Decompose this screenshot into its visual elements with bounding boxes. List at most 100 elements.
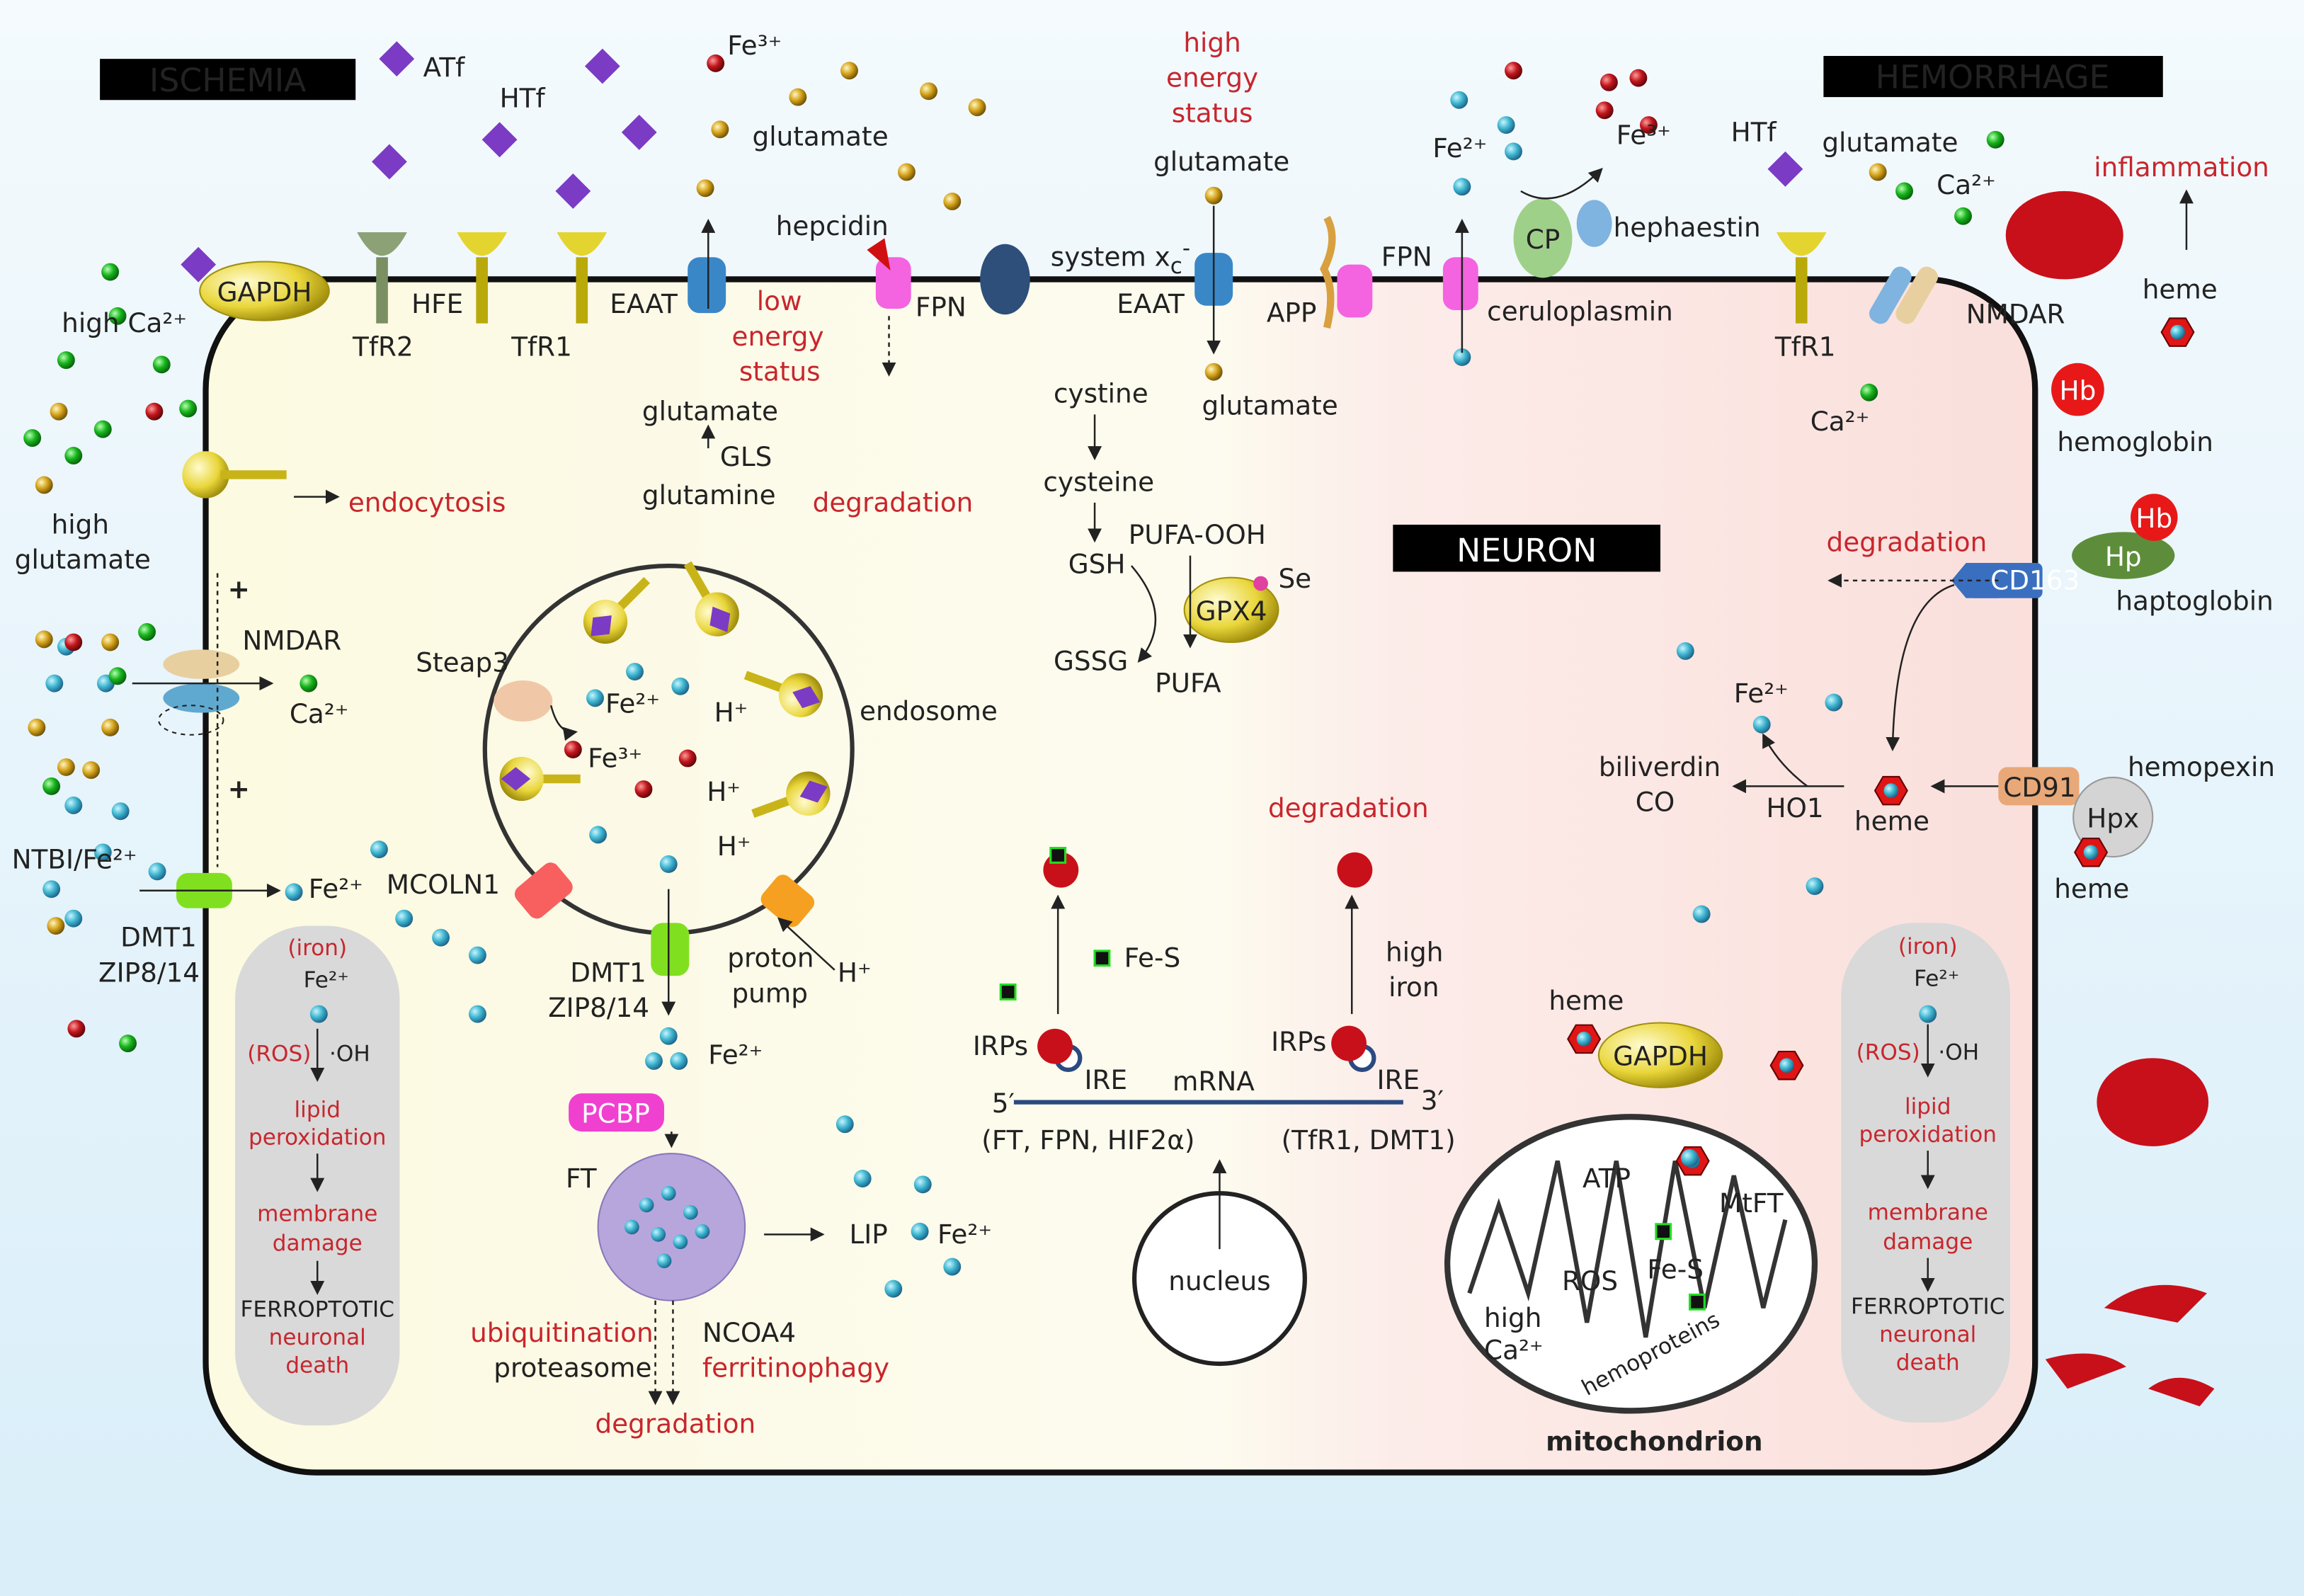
targets-3-label: (TfR1, DMT1)	[1282, 1124, 1456, 1156]
proton-label: H⁺	[707, 776, 741, 807]
ferroportin-ceruloplasmin	[1442, 257, 1478, 311]
fe2-ion	[1453, 348, 1471, 366]
low-energy-status-3: status	[739, 356, 821, 387]
biliverdin-label: biliverdin	[1599, 751, 1721, 782]
irp-protein	[1037, 1028, 1073, 1064]
fe2-ion	[469, 946, 486, 964]
pcbp-label: PCBP	[581, 1098, 650, 1129]
fe2-ion	[911, 1222, 929, 1241]
gapdh-label: GAPDH	[1613, 1041, 1708, 1072]
fe2-ion	[913, 1175, 932, 1194]
glutamate-molecule	[50, 402, 68, 421]
ho1-label: HO1	[1766, 792, 1823, 823]
calcium-ion	[138, 623, 156, 641]
fe-s-cluster	[1688, 1293, 1706, 1311]
calcium-ion	[179, 399, 198, 418]
proton-pump	[760, 874, 815, 928]
fe3-ion	[564, 741, 582, 758]
ferritin-complex	[597, 1153, 746, 1301]
mitochondrion-label: mitochondrion	[1546, 1425, 1762, 1457]
proteasome-label: proteasome	[494, 1352, 651, 1384]
system-xc-transporter	[980, 244, 1030, 315]
steap3-label: Steap3	[416, 647, 509, 678]
fe2-label: Fe²⁺	[605, 688, 660, 719]
app-label: APP	[1267, 297, 1317, 329]
calcium-ion	[108, 667, 127, 685]
proton-label: H⁺	[714, 697, 748, 728]
lipid-label: lipid	[295, 1097, 341, 1122]
pufa-label: PUFA	[1155, 668, 1221, 699]
gapdh-mito	[1597, 1022, 1723, 1088]
transferrin	[1767, 151, 1803, 187]
hemorrhage-label: HEMORRHAGE	[1876, 59, 2110, 96]
heme-label: heme	[1854, 806, 1929, 837]
ncoa4-label: NCOA4	[702, 1317, 796, 1348]
fe2-ion	[1450, 91, 1468, 109]
peroxidation-label: peroxidation	[249, 1125, 387, 1151]
irp-degraded	[1337, 852, 1373, 888]
degradation-label: degradation	[1268, 792, 1429, 823]
eaat-label: EAAT	[610, 288, 678, 319]
gapdh-protein	[199, 261, 330, 321]
calcium-ion	[93, 420, 112, 438]
iron-label: (iron)	[287, 935, 347, 961]
fe-s-cluster	[1093, 950, 1111, 967]
fe2-ion	[432, 928, 450, 947]
glutamate-molecule	[28, 718, 46, 736]
fe2-ion	[64, 909, 83, 928]
hemopexin-label: hemopexin	[2128, 751, 2275, 782]
nmdar-label: NMDAR	[242, 625, 341, 656]
nmdar-left	[158, 649, 240, 736]
atp-label: ATP	[1582, 1163, 1631, 1194]
calcium-ion	[1986, 130, 2004, 149]
glutamate-molecule	[711, 120, 729, 139]
fe2-label: Fe²⁺	[304, 968, 349, 993]
ferritin-iron	[624, 1219, 639, 1235]
fe2-ion	[1453, 178, 1471, 196]
ferroptotic-label: FERROPTOTIC	[1851, 1294, 2004, 1319]
fe3-ion	[1629, 69, 1648, 87]
haptoglobin-label: haptoglobin	[2116, 585, 2273, 616]
glutamate-label: glutamate	[1153, 146, 1289, 177]
ion-particles	[23, 41, 2004, 1311]
mcoln1-label: MCOLN1	[387, 869, 500, 900]
tfr1-label: TfR1	[1774, 331, 1836, 362]
fe2-ion	[395, 909, 414, 928]
atf-label: ATf	[423, 52, 465, 83]
ros-label: ROS	[1562, 1265, 1618, 1296]
fe3-ion	[634, 780, 653, 798]
fe2-ion	[1692, 905, 1711, 923]
ferritinophagy-label: ferritinophagy	[702, 1352, 889, 1384]
cystine-label: cystine	[1054, 378, 1148, 409]
glutamate-molecule	[943, 192, 962, 210]
low-energy-status-2: energy	[731, 321, 823, 352]
damage-label: damage	[273, 1231, 363, 1256]
endocytosis-label: endocytosis	[348, 486, 506, 518]
dmt1-endosome	[651, 923, 690, 976]
hfe-label: HFE	[411, 288, 463, 319]
fe3-ion	[145, 402, 164, 421]
hemopexin-protein	[2072, 776, 2154, 858]
hb-bound	[2131, 494, 2178, 541]
high-ca-1: high	[1484, 1302, 1541, 1333]
high-energy-status-2: energy	[1166, 62, 1258, 93]
membrane-label: membrane	[257, 1202, 377, 1227]
gpx4-label: GPX4	[1196, 595, 1267, 627]
fe2-label: Fe²⁺	[1432, 132, 1487, 164]
hepcidin-peptide	[867, 238, 891, 270]
transferrin-receptor	[683, 561, 739, 637]
glutamate-molecule	[101, 718, 120, 736]
calcium-ion	[1895, 182, 1913, 200]
transferrin-receptor	[751, 771, 831, 819]
ubiquitination-label: ubiquitination	[470, 1317, 654, 1348]
neuron-label: NEURON	[1456, 532, 1597, 569]
heme-label: heme	[2143, 273, 2218, 304]
heme-icon	[2074, 838, 2109, 867]
ceruloplasmin-protein	[1513, 198, 1573, 278]
ft-label: FT	[566, 1163, 597, 1194]
endocytosis-receptor	[182, 451, 287, 498]
cd163-body	[1968, 562, 2043, 598]
fe2-ion	[42, 880, 61, 899]
hemorrhage-banner	[1823, 55, 2163, 98]
glutamate-molecule	[789, 88, 807, 106]
